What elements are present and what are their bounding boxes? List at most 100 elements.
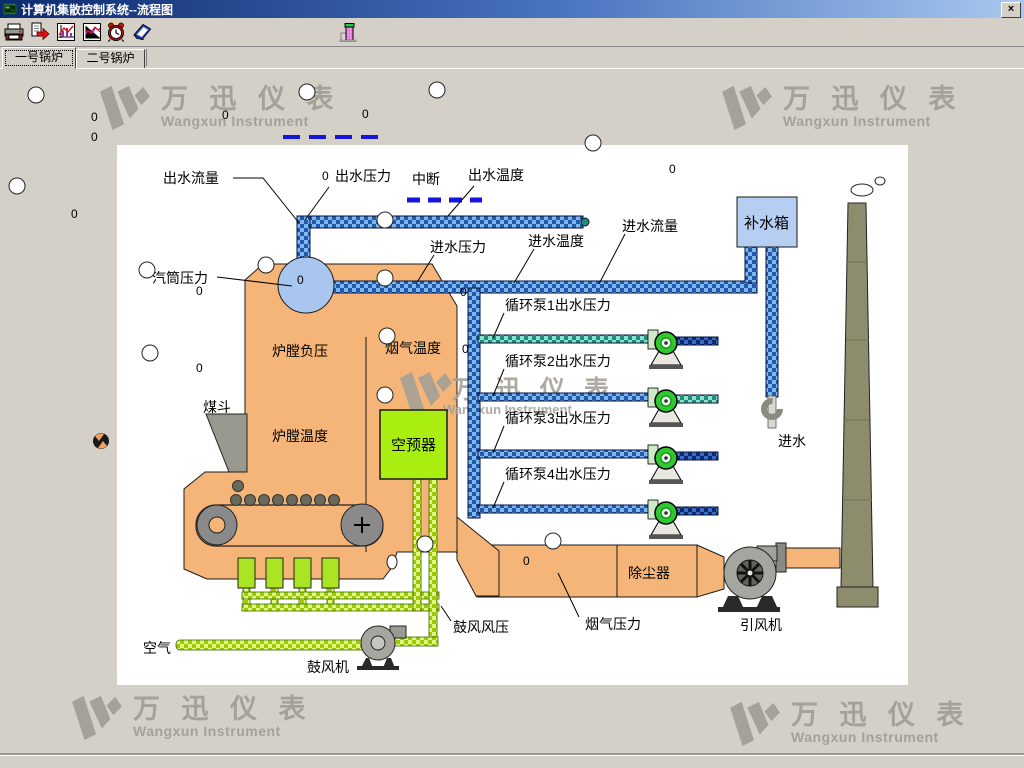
history-curve-icon[interactable]	[80, 20, 104, 44]
circulation-pump-2-shaft	[664, 399, 668, 403]
toolbar	[0, 18, 1024, 47]
circulation-pump-4-base	[649, 535, 683, 539]
circulation-pump-1-inlet-pipe	[477, 334, 651, 344]
circulation-pump-2-coupling	[647, 387, 659, 408]
watermark-cn: 万 迅 仪 表	[133, 694, 313, 724]
label-line-outlet-pressure	[304, 186, 330, 221]
trend-chart-icon[interactable]	[54, 20, 78, 44]
watermark-cn: 万 迅 仪 表	[783, 84, 963, 114]
grate-belt	[195, 504, 384, 547]
watermark-cn: 万 迅 仪 表	[791, 700, 971, 730]
indicator-bubble	[428, 81, 446, 99]
boiler-body	[183, 263, 458, 580]
circulation-pump-2-base	[649, 423, 683, 427]
label-line-inlet-flow	[598, 233, 626, 285]
indicator-bubble	[27, 86, 45, 104]
circulation-pump-3-hub	[660, 452, 672, 464]
indicator-bubble	[584, 134, 602, 152]
indicator-bubble	[416, 535, 434, 553]
label-line-pump1-pressure	[492, 312, 505, 339]
circulation-pump-1	[654, 331, 678, 355]
ball-icon	[93, 433, 109, 449]
diagram-label-drum-pressure: 汽筒压力	[152, 270, 208, 286]
circulation-pump-3-stand	[650, 465, 682, 481]
indicator-bubble	[8, 177, 26, 195]
alarm-clock-icon[interactable]	[104, 20, 128, 44]
tab-label: 二号锅炉	[86, 51, 135, 65]
indicator-bubble	[378, 327, 396, 345]
indicator-bubble	[138, 261, 156, 279]
label-line-inlet-pressure	[415, 254, 435, 285]
air-main-pipe	[175, 639, 375, 651]
grate-wheel-right	[340, 503, 384, 547]
circulation-pump-4	[654, 501, 678, 525]
circulation-pump-1-base	[649, 365, 683, 369]
circulation-pump-4-stand	[650, 520, 682, 536]
grate-wheel-left	[196, 504, 238, 546]
indicator-bubble	[376, 269, 394, 287]
value-marker: 0	[523, 554, 530, 568]
air-distribution-pipe	[241, 603, 440, 612]
watermark-top-left: 万 迅 仪 表 Wangxun Instrument	[98, 84, 341, 130]
circulation-pump-3-outlet-pipe	[675, 451, 719, 461]
diagram-label-id-fan: 引风机	[740, 617, 782, 633]
status-bar	[0, 755, 1024, 768]
label-line-inlet-temp	[513, 248, 535, 284]
air-pipes	[175, 478, 440, 651]
value-marker: 0	[91, 130, 98, 144]
diagram-label-inlet-temp: 进水温度	[528, 233, 584, 249]
boiler-duct-chute	[456, 515, 500, 597]
help-book-icon[interactable]	[130, 20, 154, 44]
app-icon	[3, 2, 17, 16]
diagram-label-fluegas-temp: 烟气温度	[385, 340, 441, 356]
print-icon[interactable]	[2, 20, 26, 44]
indicator-bubble	[257, 256, 275, 274]
flue-duct	[452, 544, 725, 598]
close-button[interactable]: ×	[1001, 2, 1021, 18]
export-icon[interactable]	[28, 20, 52, 44]
air-riser-pipe	[412, 478, 422, 612]
diagram-label-fluegas-pressure: 烟气压力	[585, 616, 641, 632]
watermark-cn: 万 迅 仪 表	[161, 84, 341, 114]
value-marker: 0	[322, 169, 329, 183]
tank-outlet-pipe	[744, 246, 758, 284]
smoke-puff	[850, 183, 874, 197]
watermark-en: Wangxun Instrument	[133, 723, 281, 739]
label-line-pump3-pressure	[492, 425, 505, 454]
indicator-bubble	[544, 532, 562, 550]
tab-boiler-1[interactable]: 一号锅炉	[2, 47, 76, 69]
inlet-valve	[761, 395, 783, 429]
tank-inlet-pipe	[765, 246, 779, 398]
watermark-logo	[100, 85, 150, 130]
diagram-label-dust-collector: 除尘器	[628, 565, 670, 581]
circulation-pump-4-hub	[660, 507, 672, 519]
label-line-pump2-pressure	[492, 368, 505, 397]
label-line-drum-pressure	[216, 276, 293, 287]
circulation-pump-1-hub	[660, 337, 672, 349]
coal-dots	[230, 480, 340, 506]
watermark-en: Wangxun Instrument	[783, 113, 931, 129]
circulation-pump-2-stand	[650, 408, 682, 424]
wind-box	[293, 557, 312, 589]
blower-fan	[357, 625, 407, 670]
circulation-pump-1-stand	[650, 350, 682, 366]
watermark-en: Wangxun Instrument	[161, 113, 309, 129]
diagram-label-outlet-temp: 出水温度	[468, 167, 524, 183]
report-column-icon[interactable]	[336, 20, 360, 44]
diagram-label-inlet-flow: 进水流量	[622, 218, 678, 234]
downcomer-pipe	[467, 287, 481, 519]
indicator-bubble	[141, 344, 159, 362]
air-preheater-box	[379, 409, 448, 480]
watermark-logo	[730, 701, 780, 746]
tab-boiler-2[interactable]: 二号锅炉	[76, 49, 145, 69]
circulation-pump-4-coupling	[647, 499, 659, 520]
watermark-bottom-left: 万 迅 仪 表 Wangxun Instrument	[70, 694, 313, 740]
circulation-pump-1-coupling	[647, 329, 659, 350]
chimney	[836, 202, 879, 608]
indicator-ellipse	[386, 554, 398, 570]
circulation-pump-4-shaft	[664, 511, 668, 515]
value-marker: 0	[460, 285, 467, 299]
window-title: 计算机集散控制系统--流程图	[21, 2, 173, 17]
indicator-bubble	[376, 211, 394, 229]
watermark-bottom-right: 万 迅 仪 表 Wangxun Instrument	[728, 700, 971, 746]
